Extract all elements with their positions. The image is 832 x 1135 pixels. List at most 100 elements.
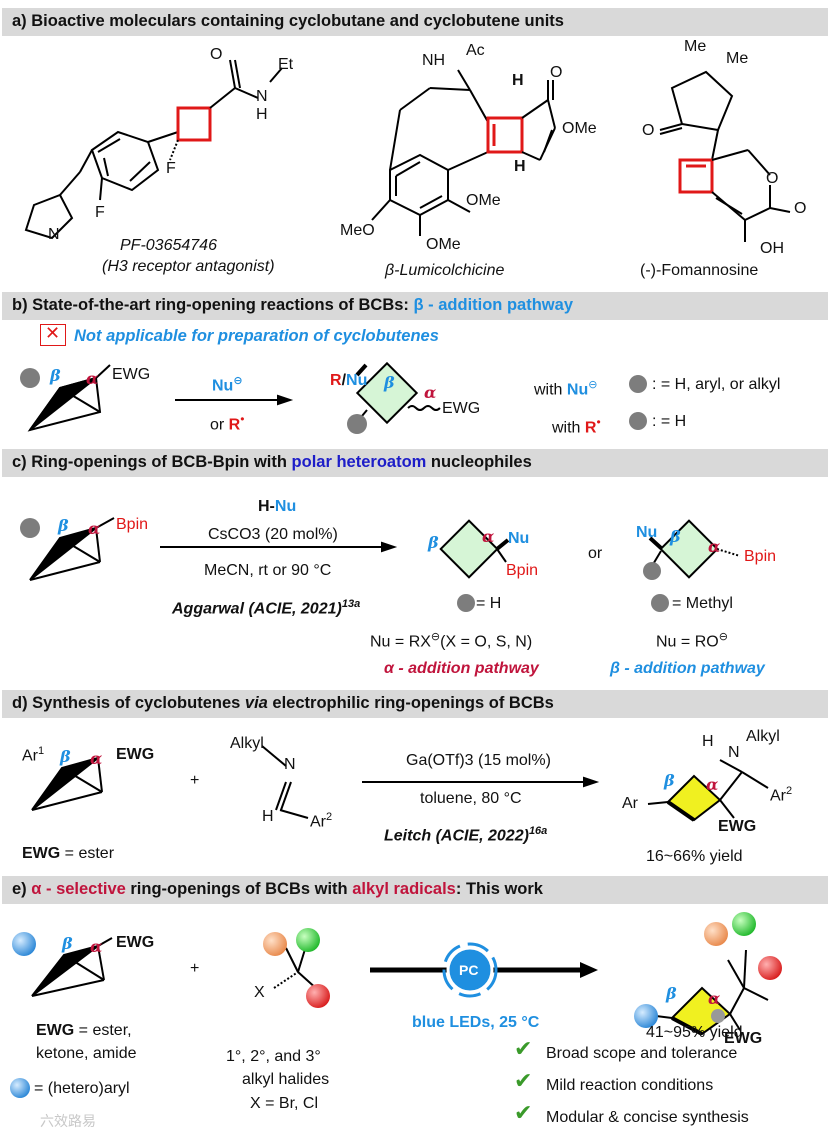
alpha-label-d2: α — [706, 775, 719, 794]
label-ome1-a2: OMe — [562, 120, 597, 137]
beta-label-b1: β — [50, 366, 61, 385]
h-label-d2: H — [702, 733, 714, 750]
with-r-text: with R• — [552, 415, 601, 437]
section-e-header: e) α - selective ring-openings of BCBs w… — [2, 876, 828, 904]
label-o2-a3: O — [766, 170, 779, 187]
beta-label-c1: β — [58, 516, 69, 535]
label-me2-a3: Me — [726, 50, 749, 67]
x-label-e: X — [254, 984, 265, 1001]
watermark: 六效路易 — [40, 1113, 96, 1129]
yield-e: 41~95% yield — [646, 1024, 743, 1041]
label-o-a1: O — [210, 46, 223, 63]
label-f2-a1: F — [95, 204, 105, 221]
aryl-def-e: = (hetero)aryl — [34, 1080, 130, 1097]
label-h1-a2: H — [512, 72, 524, 89]
alkyl-label-d2: Alkyl — [746, 728, 780, 745]
n-label-d: N — [284, 756, 296, 773]
mol1-desc: (H3 receptor antagonist) — [102, 258, 275, 275]
section-b-title: b) State-of-the-art ring-opening reactio… — [12, 296, 573, 314]
alpha-label-e2: α — [708, 989, 721, 1008]
ewg-def2-e: ketone, amide — [36, 1045, 137, 1062]
alpha-label-c2: α — [482, 527, 495, 546]
yield-d: 16~66% yield — [646, 848, 743, 865]
alpha-label-c1: α — [88, 519, 101, 538]
beta-label-e1: β — [62, 934, 73, 953]
cyclobutene-a2 — [486, 116, 524, 154]
label-n-a1: N — [256, 88, 268, 105]
feature-3: Modular & concise synthesis — [546, 1109, 749, 1126]
nu-label-c2: Nu — [508, 530, 530, 547]
ewg-label-e2: EWG — [724, 1030, 763, 1047]
ewg-label-d1: EWG — [116, 746, 155, 763]
reagent-nu-b: Nu⊖ — [212, 375, 243, 395]
with-nu-result: : = H, aryl, or alkyl — [652, 376, 781, 393]
section-c-title: c) Ring-openings of BCB-Bpin with polar … — [12, 453, 532, 471]
beta-label-b2: β — [384, 373, 395, 392]
section-d-header: d) Synthesis of cyclobutenes via electro… — [2, 690, 828, 718]
beta-label-c3: β — [670, 527, 681, 546]
label-nh-a2: NH — [422, 52, 446, 69]
mol2-name: β-Lumicolchicine — [385, 262, 505, 279]
with-nu-text: with Nu⊖ — [534, 379, 598, 399]
alpha-label-d1: α — [90, 749, 103, 768]
mol3-name: (-)-Fomannosine — [640, 262, 759, 279]
reagent-ga-d: Ga(OTf)3 (15 mol%) — [406, 752, 551, 769]
halide1-e: 1°, 2°, and 3° — [226, 1048, 321, 1065]
left-pathway-c: α - addition pathway — [384, 660, 539, 677]
h-label-d: H — [262, 808, 274, 825]
ar-label-d2: Ar — [622, 795, 638, 812]
label-o-a2: O — [550, 64, 563, 81]
label-h-a1: H — [256, 106, 268, 123]
label-ome3-a2: OMe — [426, 236, 461, 253]
ar2-label-d: Ar2 — [310, 811, 333, 831]
beta-label-d1: β — [60, 747, 71, 766]
section-b-header: b) State-of-the-art ring-opening reactio… — [2, 292, 828, 320]
right-sub-c: = Methyl — [672, 595, 733, 612]
label-f1-a1: F — [166, 160, 176, 177]
cyclopentanone-ring — [670, 70, 734, 132]
pc-catalyst-icon — [446, 946, 494, 994]
beta-label-d2: β — [664, 771, 675, 790]
feature-2: Mild reaction conditions — [546, 1077, 714, 1094]
bpin-label-c3: Bpin — [744, 548, 777, 565]
label-h2-a2: H — [514, 158, 526, 175]
section-e-title: e) α - selective ring-openings of BCBs w… — [12, 880, 543, 898]
left-sub-c: = H — [476, 595, 502, 612]
with-r-result: : = H — [652, 413, 687, 430]
reagent-r-b: or R• — [210, 412, 245, 434]
label-ome2-a2: OMe — [466, 192, 501, 209]
feature-1: Broad scope and tolerance — [546, 1045, 738, 1062]
citation-d: Leitch (ACIE, 2022)16a — [384, 825, 548, 845]
reagent-solvent-c: MeCN, rt or 90 °C — [204, 562, 332, 579]
section-a-title: a) Bioactive moleculars containing cyclo… — [12, 12, 564, 30]
bpin-label-c1: Bpin — [116, 516, 149, 533]
label-n-pyr: N — [48, 226, 60, 243]
alpha-label-b2: α — [424, 383, 437, 402]
ewg-label-b2: EWG — [442, 400, 481, 417]
n-label-d2: N — [728, 744, 740, 761]
ewg-label-e1: EWG — [116, 934, 155, 951]
citation-c: Aggarwal (ACIE, 2021)13a — [172, 598, 361, 618]
warning-text: Not applicable for preparation of cyclob… — [74, 327, 439, 345]
label-et-a1: Et — [278, 56, 294, 73]
label-o1-a3: O — [642, 122, 655, 139]
product-label-b: R/Nu — [330, 372, 368, 389]
or-label-c: or — [588, 545, 603, 562]
section-c-header: c) Ring-openings of BCB-Bpin with polar … — [2, 449, 828, 477]
beta-label-e2: β — [666, 984, 677, 1003]
check-icon-3: ✔ — [514, 1100, 533, 1125]
right-nu-c: Nu = RO⊖ — [656, 631, 728, 651]
mol1-name: PF-03654746 — [120, 237, 217, 254]
ewg-label-b1: EWG — [112, 366, 151, 383]
check-icon-1: ✔ — [514, 1036, 533, 1061]
alpha-label-c3: α — [708, 537, 721, 556]
cyclobutane-a1 — [176, 106, 212, 142]
plus-e: + — [190, 960, 200, 977]
bpin-label-c2: Bpin — [506, 562, 539, 579]
reagent-hnu-c: H-Nu — [258, 498, 297, 515]
check-icon-2: ✔ — [514, 1068, 533, 1093]
reagent-cs-c: CsCO3 (20 mol%) — [208, 526, 338, 543]
label-meo-a2: MeO — [340, 222, 375, 239]
